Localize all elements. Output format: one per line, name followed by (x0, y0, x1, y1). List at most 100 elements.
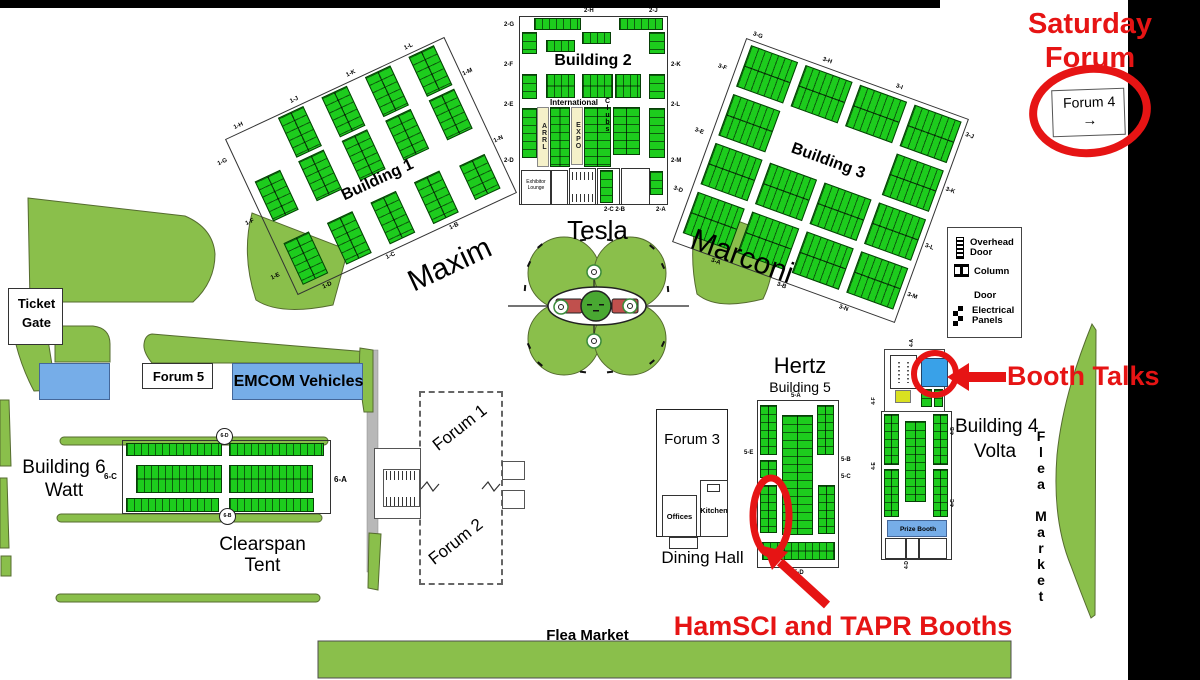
building4-room (919, 538, 947, 559)
dining-stub (669, 537, 698, 549)
ticket-gate: Ticket Gate (8, 288, 63, 345)
annex-booth-yellow (895, 390, 911, 403)
booth-block (277, 105, 322, 158)
booth-block (762, 542, 835, 560)
booth-block (136, 465, 222, 493)
forum12-stub-south (502, 490, 525, 509)
gate-label: 5-C (841, 474, 851, 480)
booth-block (550, 107, 570, 167)
building6-title: Building 6 (22, 457, 106, 478)
booth-block (229, 443, 324, 456)
saturday-forum-line2: Forum (1044, 42, 1136, 74)
gate-label: 5-D (794, 570, 804, 576)
gate-label: 5-A (791, 393, 801, 399)
watt-hall-label: Watt (44, 480, 84, 501)
booth-block (546, 74, 575, 98)
forum4-arrow: → (1081, 111, 1098, 130)
gate-label: 2-G (504, 22, 515, 28)
exhibitor-lounge: Exhibitor Lounge (521, 170, 551, 205)
hamsci-tapr-booth-block (760, 485, 777, 533)
tesla-hall-label: Tesla (567, 215, 628, 245)
saturday-forum-line1: Saturday (1027, 8, 1153, 40)
booth-block (229, 498, 314, 512)
overhead-door-icon (956, 237, 964, 259)
booth-block (845, 84, 908, 144)
gate-label: 2-A (656, 207, 666, 213)
building2-room (597, 168, 620, 205)
clearspan-line2: Tent (244, 555, 281, 576)
booth-block (650, 171, 663, 195)
flea-market-right-label: Flea Market (1033, 428, 1049, 604)
booth-block (459, 153, 501, 201)
booth-block (899, 104, 962, 164)
booth-block (846, 251, 909, 310)
booth-block (933, 469, 948, 517)
booth-block (864, 202, 927, 261)
booth-block (326, 211, 372, 265)
booth-block (782, 415, 813, 535)
booth-block (546, 40, 575, 52)
booth-block (582, 74, 613, 98)
booth-block (283, 231, 329, 285)
gate-label: 2-L (671, 102, 680, 108)
gate-label: 2-E (504, 102, 514, 108)
booth-block (229, 465, 313, 493)
booth-block (700, 142, 763, 202)
gate-label: 2-D (504, 158, 514, 164)
legend-electrical-panels: Electrical Panels (972, 305, 1015, 326)
building2-room (551, 170, 568, 205)
dining-hall-label: Dining Hall (661, 548, 744, 567)
flea-market-bottom-label: Flea Market (546, 627, 629, 644)
forum5-label: Forum 5 (152, 369, 205, 384)
map-canvas-top-right (940, 0, 1128, 8)
booth-block (584, 107, 611, 167)
booth-block (408, 45, 453, 97)
forum12-stub-north (502, 461, 525, 480)
legend-door: Door (974, 290, 997, 301)
hertz-hall-label: Hertz (773, 353, 827, 378)
booth-block (522, 108, 537, 158)
booth-block (613, 107, 640, 155)
gate-label: 2-F (504, 62, 513, 68)
forum5: Forum 5 (142, 363, 213, 389)
booth-block (615, 74, 641, 98)
booth-block (736, 45, 799, 104)
legend-overhead-door: Overhead Door (970, 237, 1014, 258)
gate-label: 2-J (649, 8, 658, 14)
booth-block (254, 169, 299, 222)
gate-label: 4-E (870, 462, 877, 470)
gate-label: 4-B (950, 426, 957, 436)
forum4-label: Forum 4 (1062, 93, 1116, 111)
volta-hall-label: Volta (973, 441, 1017, 462)
prize-booth: Prize Booth (887, 520, 947, 537)
building2-room (569, 168, 596, 205)
booth-block (321, 85, 366, 138)
gate-label: 5-B (841, 457, 851, 463)
building4-room (906, 538, 919, 559)
booth-block (760, 405, 777, 455)
hatch-marks (386, 471, 417, 480)
hatch-marks (572, 172, 593, 180)
booth-talks-booth (921, 358, 948, 387)
gate-label: 4-F (870, 397, 877, 405)
forum12-annex (374, 448, 421, 519)
booth-block (370, 190, 416, 245)
kitchen-label: Kitchen (700, 506, 728, 515)
booth-block (809, 182, 872, 241)
building4-title: Building 4 (955, 416, 1039, 437)
kitchen-room (700, 480, 728, 537)
column-icon (954, 264, 969, 277)
booth-block (921, 389, 932, 407)
booth-block (817, 405, 834, 455)
booth-block (126, 498, 219, 512)
booth-block (428, 88, 473, 141)
booth-block (619, 18, 663, 30)
booth-block (600, 170, 613, 203)
booth-block (534, 18, 581, 30)
gate-6c: 6-C (104, 472, 117, 481)
building5-title: Building 5 (769, 379, 831, 395)
offices-room (662, 495, 697, 537)
booth-block (818, 485, 835, 534)
booth-talks-annotation: Booth Talks (1007, 361, 1160, 391)
